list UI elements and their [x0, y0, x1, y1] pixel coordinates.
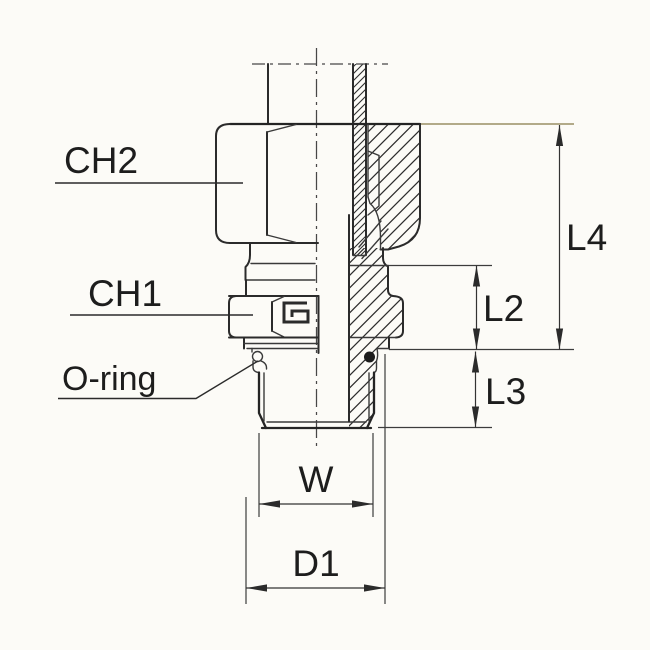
dimension-w: W: [258, 433, 374, 517]
dim-label-d1: D1: [292, 543, 339, 584]
dim-label-l3: L3: [485, 371, 526, 412]
swivel-nut-ch2: [215, 122, 422, 260]
thread-crest-right: [365, 371, 376, 430]
l2-arrow-down: [472, 328, 481, 350]
body-neck-right-section: [382, 247, 394, 297]
l4-arrow-down: [555, 328, 564, 350]
w-arrow-left: [259, 500, 280, 508]
dimension-l4: L4: [389, 123, 607, 351]
label-oring: O-ring: [62, 360, 156, 398]
label-ch2: CH2: [64, 140, 138, 181]
label-oring-group: O-ring: [58, 360, 259, 400]
label-ch1-group: CH1: [70, 273, 253, 316]
hex-chamfers: [271, 295, 285, 338]
dim-label-l4: L4: [566, 217, 607, 258]
dim-label-w: W: [299, 459, 334, 500]
part-labels: CH2 CH1 O-ring: [55, 140, 259, 400]
nut-top-chamfer: [266, 123, 297, 133]
l2-arrow-up: [472, 265, 481, 287]
label-ch1: CH1: [88, 273, 162, 314]
w-arrow-right: [352, 500, 373, 508]
hex-right-section-edge: [392, 295, 404, 339]
d1-arrow-left: [246, 584, 267, 592]
oring-right-section: [364, 351, 375, 363]
body-neck-left: [244, 242, 251, 281]
fitting-body: [228, 242, 404, 374]
dim-label-l2: L2: [483, 288, 524, 329]
nut-section-outer-edge: [379, 123, 421, 251]
thread-crest-left: [257, 371, 268, 430]
thread-stud: [257, 214, 376, 430]
oring-groove-right: [373, 347, 379, 374]
dimension-l2: L2: [388, 264, 524, 350]
l3-arrow-down: [471, 406, 480, 428]
dimension-d1: D1: [245, 354, 386, 604]
label-ch2-group: CH2: [55, 140, 243, 184]
oring-left-profile: [251, 350, 264, 363]
d1-arrow-right: [364, 584, 385, 592]
tube-section: [267, 63, 367, 257]
manufacturer-logo: [282, 301, 310, 324]
cutting-ring: [367, 150, 380, 216]
oring-leader-line: [58, 360, 259, 400]
tube-wall-hatch: [353, 64, 366, 255]
body-cone-edges: [358, 220, 389, 260]
l3-arrow-up: [471, 351, 480, 373]
hex-left-edge: [228, 295, 237, 339]
shoulder-step-left: [252, 360, 260, 374]
oring-groove-left: [251, 347, 268, 370]
dimension-l3: L3: [378, 351, 526, 429]
l4-arrow-up: [555, 125, 564, 146]
nut-section-hatch: [368, 124, 420, 250]
dimensions: L4 L2 L3 W: [245, 123, 607, 604]
nut-bottom-chamfer: [266, 234, 297, 244]
